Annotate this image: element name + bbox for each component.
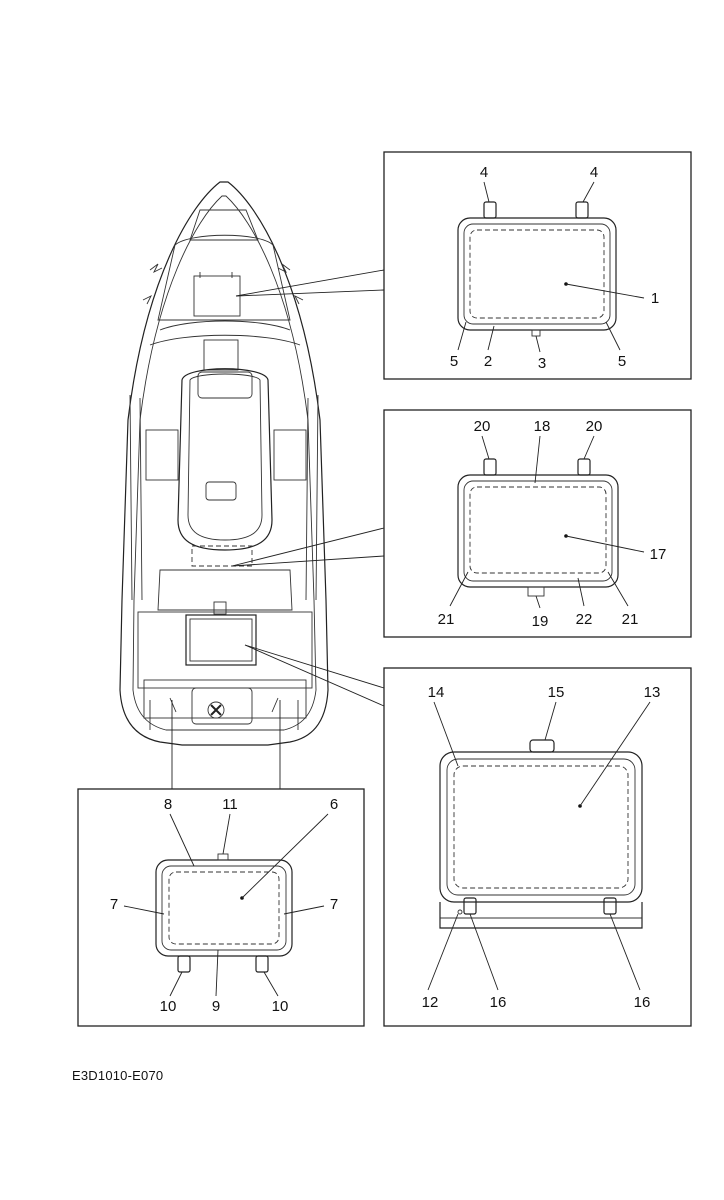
callout-5-right: 5 bbox=[618, 353, 626, 370]
callout-22: 22 bbox=[576, 611, 593, 628]
callout-7-left: 7 bbox=[110, 896, 118, 913]
callout-7-right: 7 bbox=[330, 896, 338, 913]
hull-outline bbox=[119, 181, 329, 746]
callout-10-left: 10 bbox=[160, 998, 177, 1015]
callout-3: 3 bbox=[538, 355, 546, 372]
callout-9: 9 bbox=[212, 998, 220, 1015]
callout-21-left: 21 bbox=[438, 611, 455, 628]
callout-19: 19 bbox=[532, 613, 549, 630]
panel-aft-hatch: 14 15 13 12 16 16 bbox=[383, 667, 692, 1027]
boat-top-view bbox=[119, 181, 329, 746]
callout-13: 13 bbox=[644, 684, 661, 701]
callout-8: 8 bbox=[164, 796, 172, 813]
callout-12: 12 bbox=[422, 994, 439, 1011]
console bbox=[177, 368, 273, 551]
callout-21-right: 21 bbox=[622, 611, 639, 628]
panel-stern-hatch: 8 11 6 7 7 10 9 10 bbox=[77, 788, 365, 1027]
callout-17: 17 bbox=[650, 546, 667, 563]
leader-lines-boat bbox=[171, 269, 385, 789]
callout-4-left: 4 bbox=[480, 164, 488, 181]
callout-5-left: 5 bbox=[450, 353, 458, 370]
callout-1: 1 bbox=[651, 290, 659, 307]
callout-20-right: 20 bbox=[586, 418, 603, 435]
callout-15: 15 bbox=[548, 684, 565, 701]
callout-2: 2 bbox=[484, 353, 492, 370]
callout-4-right: 4 bbox=[590, 164, 598, 181]
figure-code: E3D1010-E070 bbox=[72, 1068, 164, 1083]
callout-16-right: 16 bbox=[634, 994, 651, 1011]
panel-bow-hatch: 4 4 1 5 2 3 5 bbox=[383, 151, 692, 380]
callout-18: 18 bbox=[534, 418, 551, 435]
callout-16-left: 16 bbox=[490, 994, 507, 1011]
callout-6: 6 bbox=[330, 796, 338, 813]
panel-console-hatch: 20 18 20 17 21 19 22 21 bbox=[383, 409, 692, 638]
callout-14: 14 bbox=[428, 684, 445, 701]
hull-inner-line bbox=[132, 195, 317, 731]
aft-hatch bbox=[185, 614, 257, 666]
callout-10-right: 10 bbox=[272, 998, 289, 1015]
callout-11: 11 bbox=[222, 796, 238, 813]
callout-20-left: 20 bbox=[474, 418, 491, 435]
